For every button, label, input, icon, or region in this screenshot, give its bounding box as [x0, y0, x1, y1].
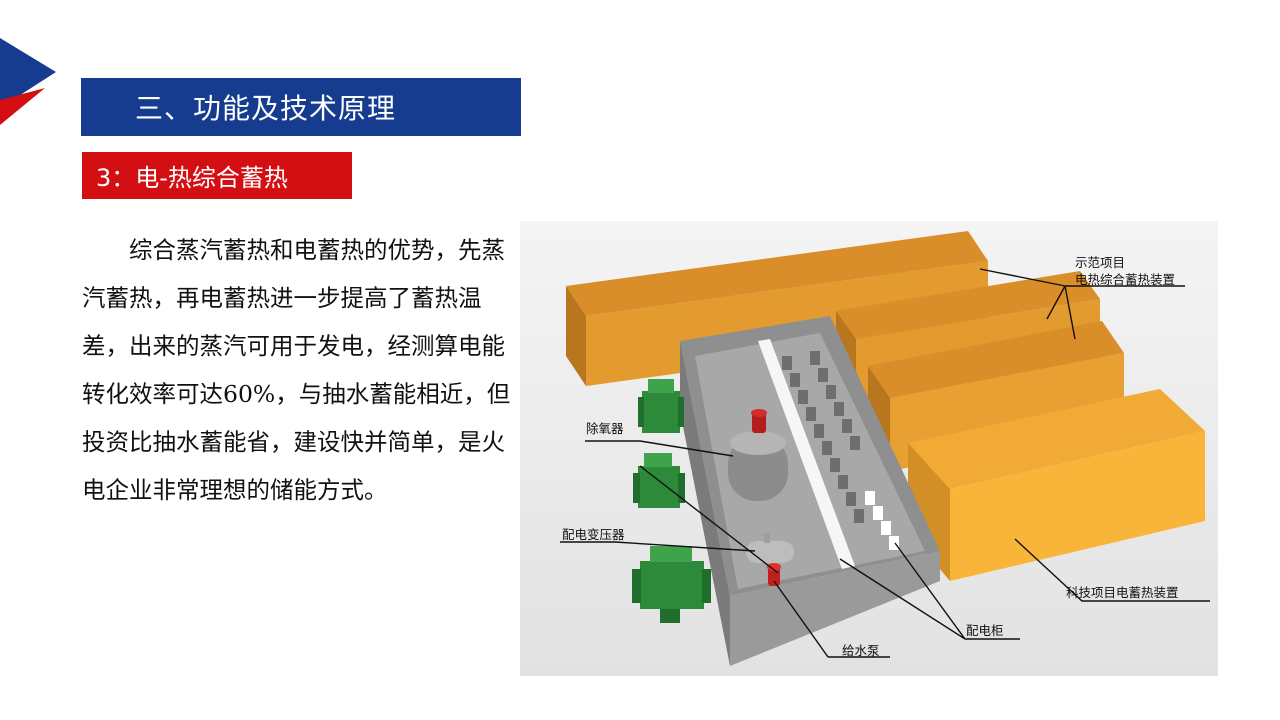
corner-logo-decoration	[0, 38, 56, 125]
cabinet-rows	[782, 351, 899, 550]
feed-pump	[767, 563, 781, 586]
transformer-3	[632, 546, 711, 623]
grey-building	[680, 316, 940, 666]
storage-block-4	[908, 389, 1205, 581]
label-demo-device: 电热综合蓄热装置	[1075, 272, 1175, 287]
transformer-1	[638, 379, 684, 433]
section-title-bar: 三、功能及技术原理	[81, 78, 521, 136]
label-transformer: 配电变压器	[562, 527, 625, 542]
label-demo-project: 示范项目	[1075, 255, 1125, 270]
body-paragraph: 综合蒸汽蓄热和电蓄热的优势，先蒸汽蓄热，再电蓄热进一步提高了蓄热温差，出来的蒸汽…	[82, 236, 511, 504]
system-illustration: 示范项目 电热综合蓄热装置 除氧器 配电变压器 给水泵 配电柜 科技项目电蓄热装…	[520, 221, 1218, 676]
subsection-title-bar: 3：电-热综合蓄热	[82, 152, 352, 199]
deaerator-tank	[728, 409, 788, 501]
transformer-2	[633, 453, 685, 508]
label-tech-project: 科技项目电蓄热装置	[1066, 585, 1179, 600]
label-feed-pump: 给水泵	[842, 643, 880, 658]
section-title: 三、功能及技术原理	[135, 92, 397, 125]
label-deaerator: 除氧器	[586, 421, 624, 436]
subsection-title: 3：电-热综合蓄热	[96, 164, 288, 192]
label-cabinet: 配电柜	[966, 623, 1004, 638]
leader-lines	[560, 268, 1210, 658]
